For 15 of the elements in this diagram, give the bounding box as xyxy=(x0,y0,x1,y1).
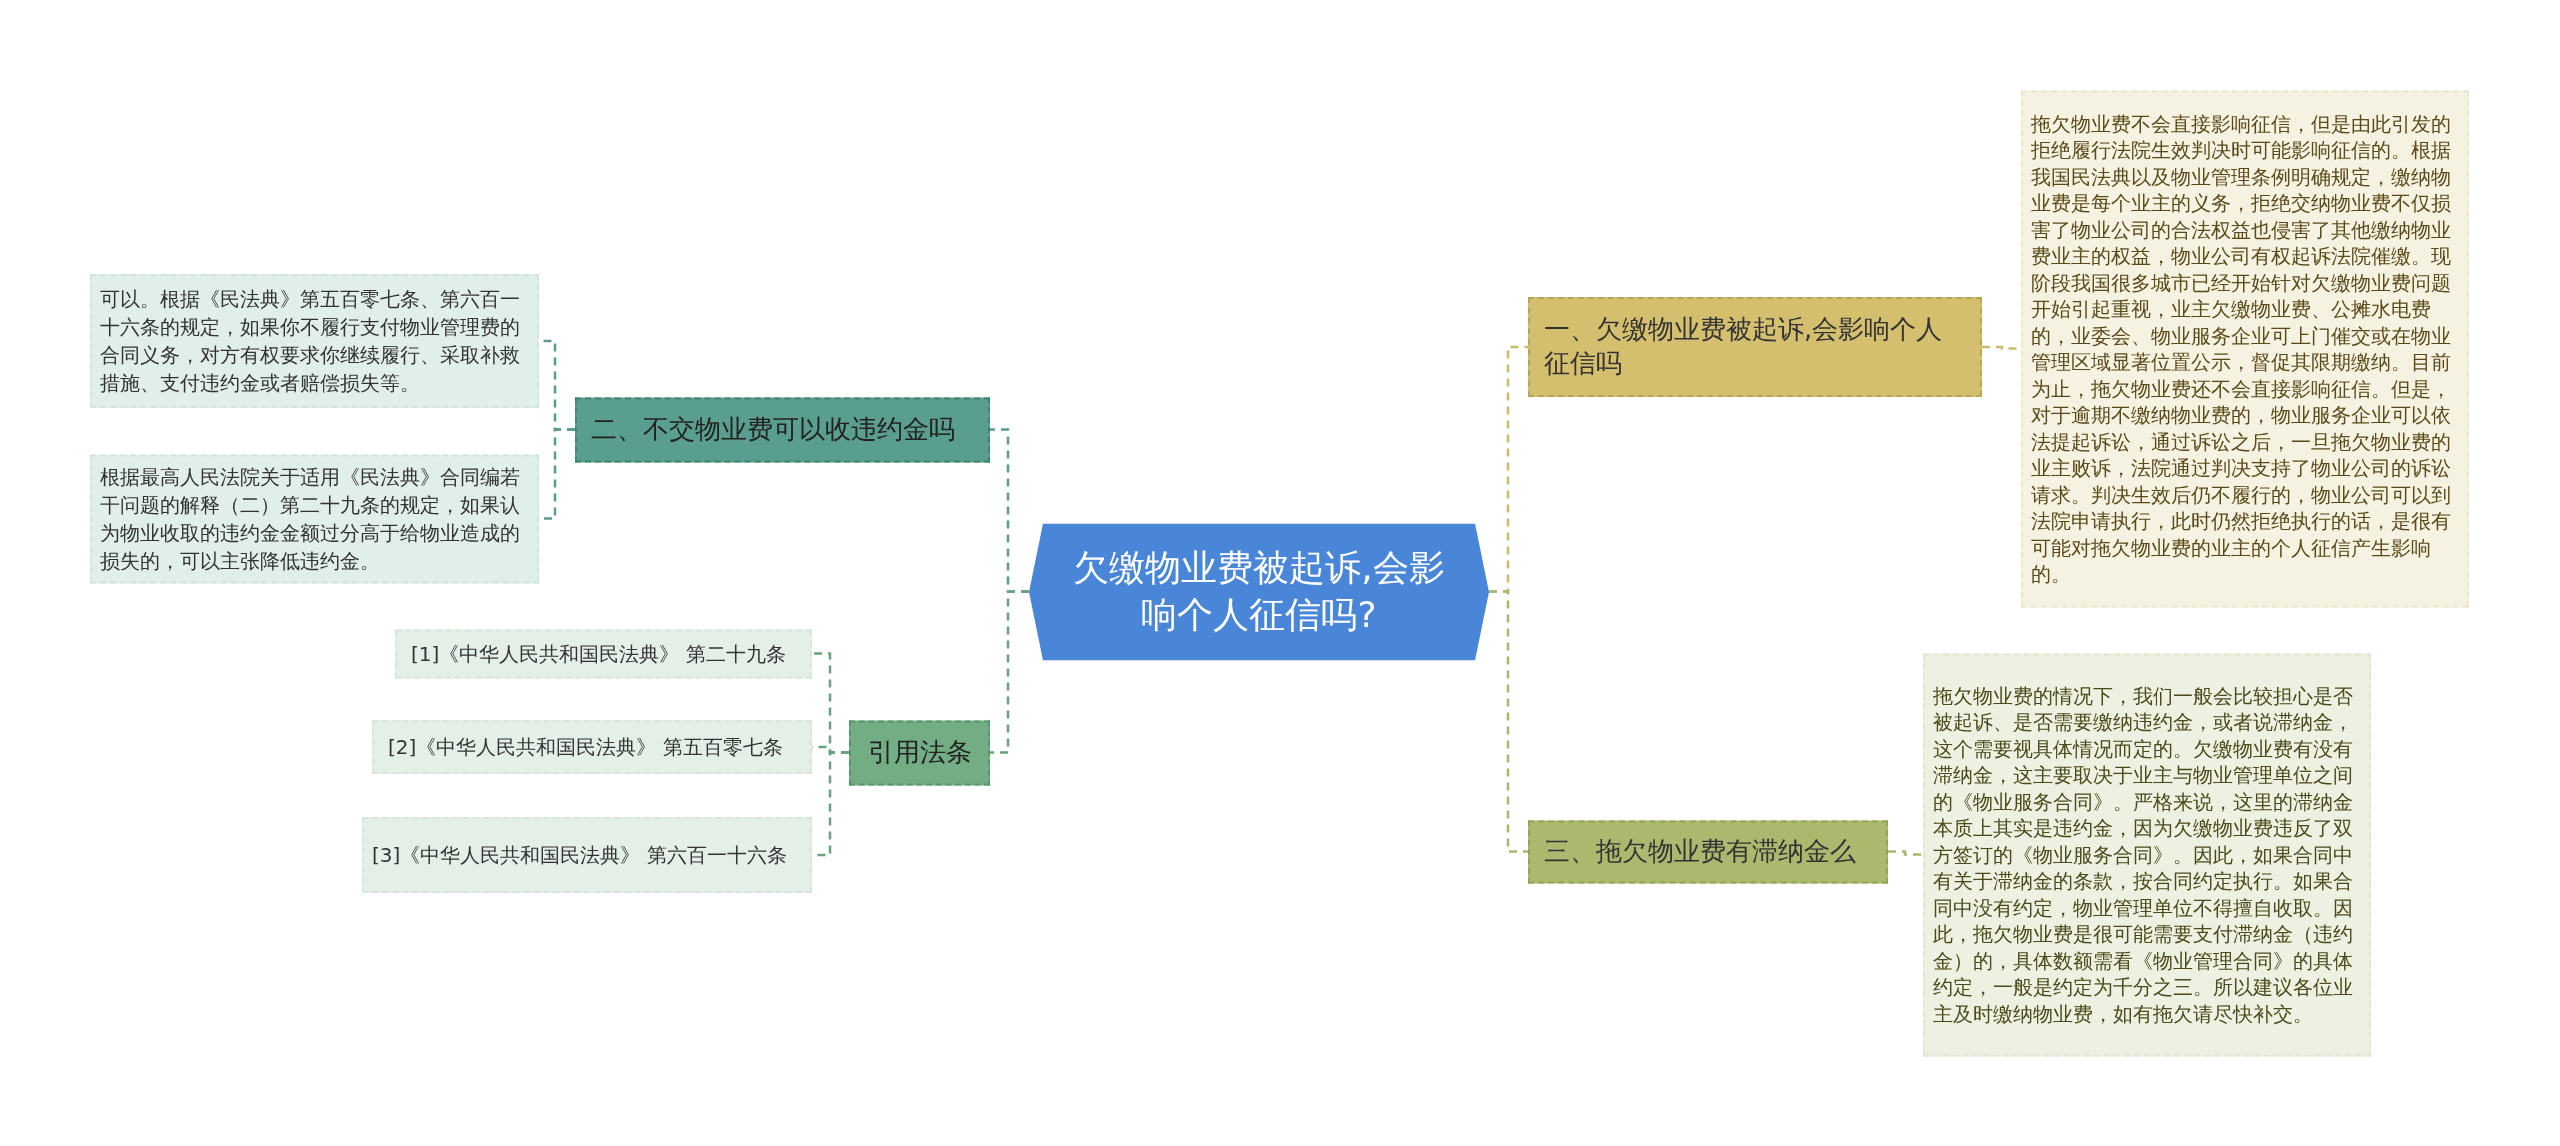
detail-note: 可以。根据《民法典》第五百零七条、第六百一十六条的规定，如果你不履行支付物业管理费的合同义务，对方有权要求你继续履行、采取补救措施、支付违约金或者赔偿损失等。 xyxy=(90,274,539,408)
topic-box: 二、不交物业费可以收违约金吗 xyxy=(575,397,990,462)
detail-note: 拖欠物业费不会直接影响征信，但是由此引发的拒绝履行法院生效判决时可能影响征信的。根据我国民法典以及物业管理条例明确规定，缴纳物业费是每个业主的义务，拒绝交纳物业费不仅损害了物业公司的合法权益也侵害了其他缴纳物业费业主的权益，物业公司有权起诉法院催缴。现阶段我国很多城市已经开始针对欠缴物业费问题开始引起重视，业主欠缴物业费、公摊水电费的，业委会、物业服务企业可上门催交或在物业管理区域显著位置公示，督促其限期缴纳。目前为止，拖欠物业费还不会直接影响征信。但是，对于逾期不缴纳物业费的，物业服务企业可以依法提起诉讼，通过诉讼之后，一旦拖欠物业费的业主败诉，法院通过判决支持了物业公司的诉讼请求。判决生效后仍不履行的，物业公司可以到法院申请执行，此时仍然拒绝执行的话，是很有可能对拖欠物业费的业主的个人征信产生影响的。 xyxy=(2021,90,2469,607)
detail-note: 根据最高人民法院关于适用《民法典》合同编若干问题的解释（二）第二十九条的规定，如果认为物业收取的违约金金额过分高于给物业造成的损失的，可以主张降低违约金。 xyxy=(90,454,539,583)
reference-box: [1]《中华人民共和国民法典》 第二十九条 xyxy=(395,629,812,678)
reference-box: [3]《中华人民共和国民法典》 第六百一十六条 xyxy=(362,817,812,893)
topic-box: 一、欠缴物业费被起诉,会影响个人征信吗 xyxy=(1528,297,1982,397)
topic-box: 三、拖欠物业费有滞纳金么 xyxy=(1528,820,1888,883)
connector-line xyxy=(1888,850,1923,856)
reference-box: [2]《中华人民共和国民法典》 第五百零七条 xyxy=(372,720,812,774)
topic-box: 引用法条 xyxy=(849,720,990,785)
connector-line xyxy=(1489,590,1528,853)
detail-note: 拖欠物业费的情况下，我们一般会比较担心是否被起诉、是否需要缴纳违约金，或者说滞纳金，这个需要视具体情况而定的。欠缴物业费有没有滞纳金，这主要取决于业主与物业管理单位之间的《物业服务合同》。严格来说，这里的滞纳金本质上其实是违约金，因为欠缴物业费违反了双方签订的《物业服务合同》。因此，如果合同中有关于滞纳金的条款，按合同约定执行。如果合同中没有约定，物业管理单位不得擅自收取。因此，拖欠物业费是很可能需要支付滞纳金（违约金）的，具体数额需看《物业管理合同》的具体约定，一般是约定为千分之三。所以建议各位业主及时缴纳物业费，如有拖欠请尽快补交。 xyxy=(1923,653,2371,1056)
connector-line xyxy=(990,590,1029,754)
central-topic-hexagon: 欠缴物业费被起诉,会影响个人征信吗? xyxy=(1029,523,1489,660)
